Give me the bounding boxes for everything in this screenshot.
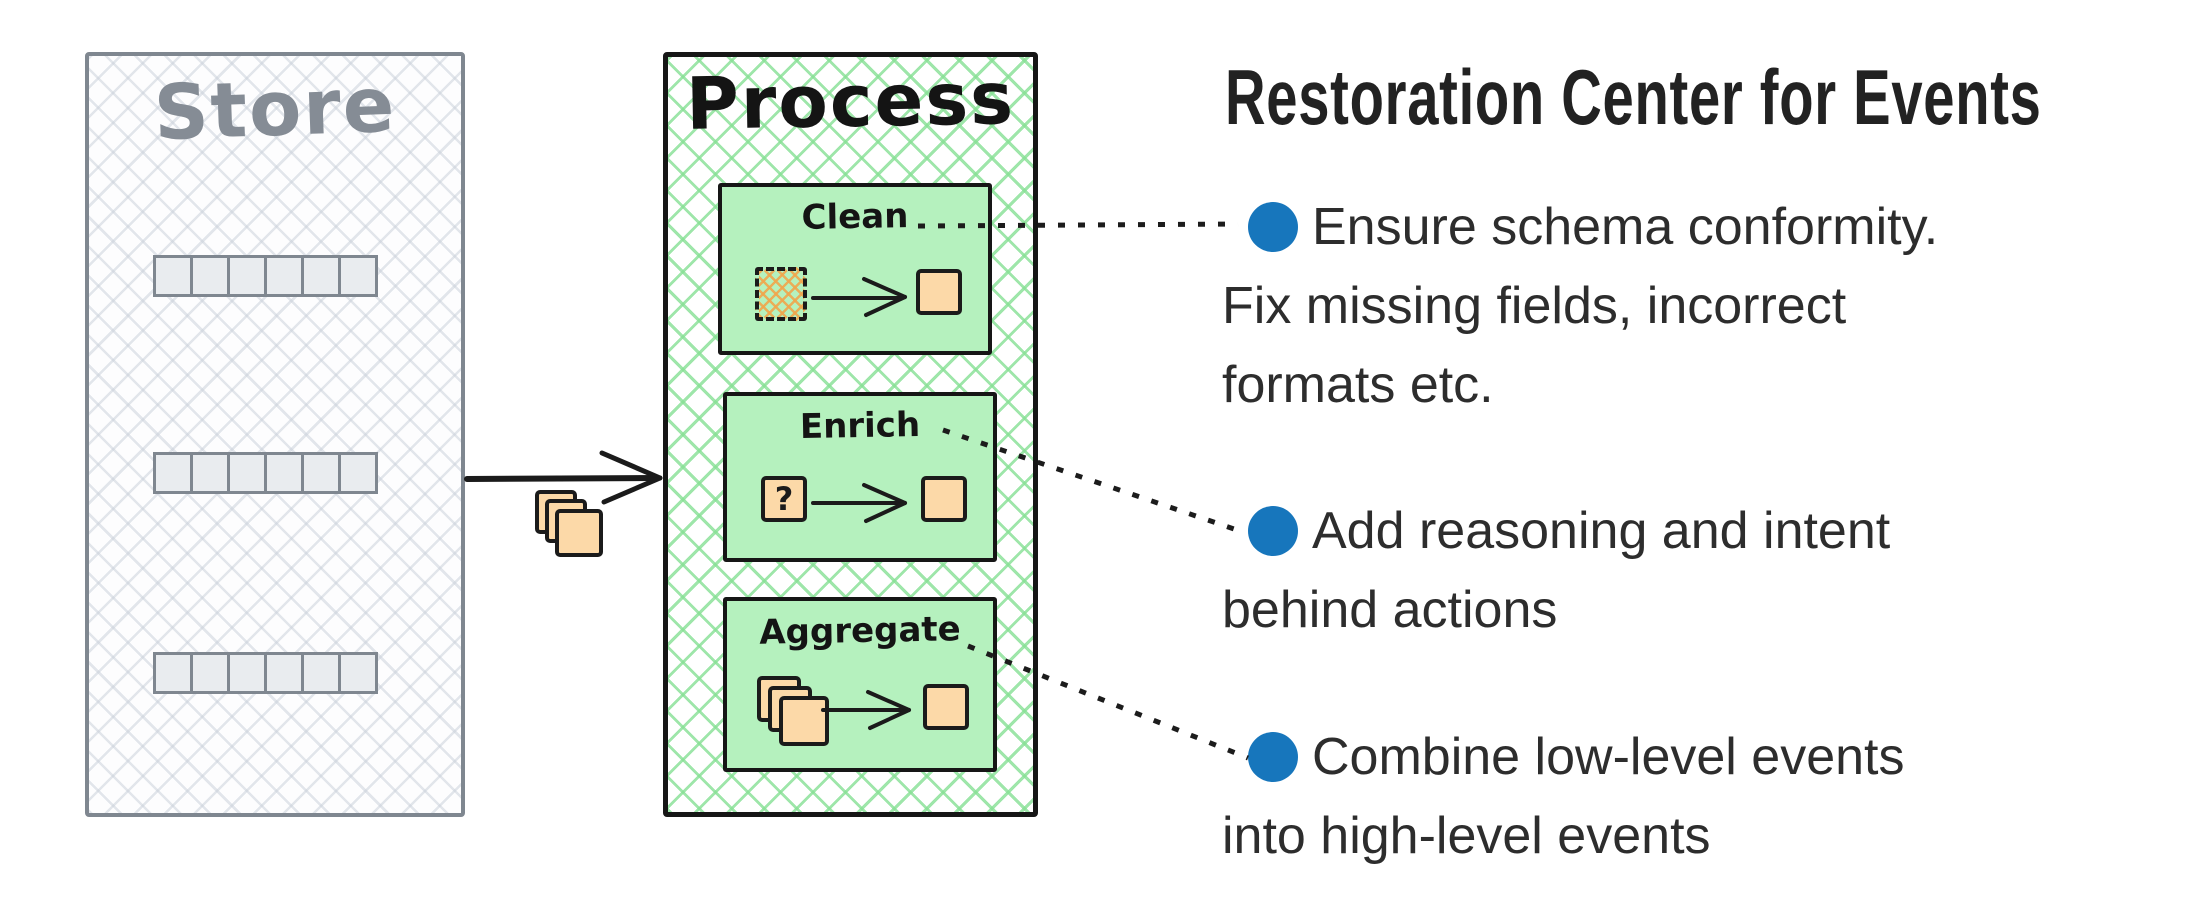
store-box: Store: [85, 52, 465, 817]
store-cell: [227, 652, 267, 694]
step-box-enrich: Enrich ?: [723, 392, 997, 562]
store-cell: [190, 652, 230, 694]
unknown-event-icon: ?: [761, 476, 807, 522]
step-box-clean: Clean: [718, 183, 992, 355]
step-label-clean: Clean: [801, 196, 909, 238]
step-box-aggregate: Aggregate: [723, 597, 997, 772]
bullet-text: Combine low-level events into high-level…: [1222, 728, 1905, 865]
store-cell: [301, 255, 341, 297]
store-shelf-row: [153, 652, 378, 694]
event-icon: [923, 684, 969, 730]
event-stack-icon: [757, 676, 833, 746]
bullet-dot-icon: [1248, 202, 1298, 252]
bullet-text: Add reasoning and intent behind actions: [1222, 502, 1891, 639]
event-icon: [779, 696, 829, 746]
bullet-item-aggregate: Combine low-level events into high-level…: [1222, 718, 2142, 876]
store-cell: [338, 452, 378, 494]
store-title: Store: [152, 59, 398, 158]
store-cell: [153, 255, 193, 297]
bullet-dot-icon: [1248, 506, 1298, 556]
question-mark: ?: [774, 480, 794, 518]
damaged-event-icon: [755, 267, 807, 321]
bullet-item-clean: Ensure schema conformity. Fix missing fi…: [1222, 188, 2142, 425]
event-icon: [916, 269, 962, 315]
store-cell: [227, 255, 267, 297]
store-cell: [227, 452, 267, 494]
store-cell: [264, 652, 304, 694]
bullet-item-enrich: Add reasoning and intent behind actions: [1222, 492, 2142, 650]
store-cell: [153, 452, 193, 494]
store-cell: [190, 452, 230, 494]
store-cell: [338, 255, 378, 297]
store-cell: [264, 452, 304, 494]
step-label-aggregate: Aggregate: [758, 609, 962, 653]
process-title: Process: [685, 56, 1016, 146]
store-cell: [301, 452, 341, 494]
store-cell: [338, 652, 378, 694]
store-cell: [153, 652, 193, 694]
store-cell: [264, 255, 304, 297]
page-title: Restoration Center for Events: [1225, 53, 2042, 141]
store-shelf-row: [153, 452, 378, 494]
bullet-dot-icon: [1248, 732, 1298, 782]
store-cell: [301, 652, 341, 694]
step-label-enrich: Enrich: [799, 404, 921, 448]
store-cell: [190, 255, 230, 297]
process-box: Process Clean Enrich ? Aggregate: [663, 52, 1038, 817]
event-icon: [555, 509, 603, 557]
store-shelf-row: [153, 255, 378, 297]
bullet-text: Ensure schema conformity. Fix missing fi…: [1222, 198, 1939, 414]
events-stack-icon: [535, 490, 607, 557]
event-icon: [921, 476, 967, 522]
